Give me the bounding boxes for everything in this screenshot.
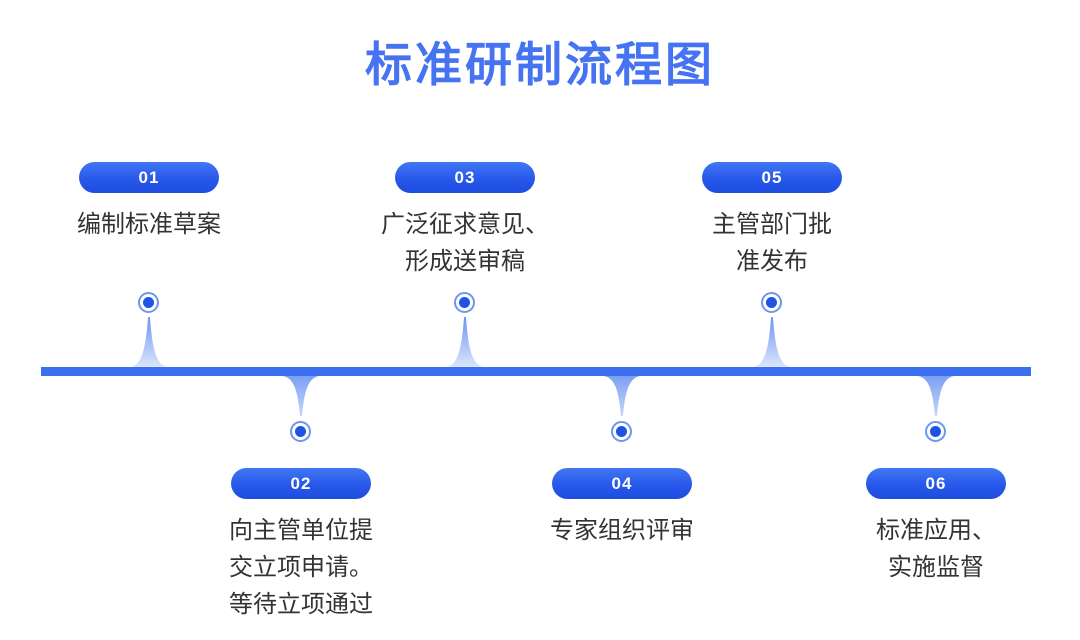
step-06-badge: 06 <box>866 468 1006 499</box>
step-number: 03 <box>454 167 476 187</box>
label-line: 主管部门批 <box>712 212 832 238</box>
label-line: 交立项申请。 <box>229 555 373 581</box>
step-number: 05 <box>761 167 783 187</box>
step-05-label: 主管部门批 准发布 <box>652 207 892 281</box>
step-02-label: 向主管单位提 交立项申请。 等待立项通过 <box>181 513 421 624</box>
connector-taper-down <box>918 376 954 416</box>
step-03-label: 广泛征求意见、 形成送审稿 <box>345 207 585 281</box>
label-line: 形成送审稿 <box>405 249 525 275</box>
timeline-dot <box>925 421 946 442</box>
timeline-dot <box>761 292 782 313</box>
connector-taper-up <box>447 317 483 367</box>
step-number: 01 <box>138 167 160 187</box>
dot-inner <box>459 297 470 308</box>
step-number: 02 <box>290 473 312 493</box>
step-01: 01 编制标准草案 <box>39 162 259 367</box>
connector-taper-down <box>283 376 319 416</box>
dot-inner <box>930 426 941 437</box>
step-06: 06 标准应用、 实施监督 <box>826 376 1046 638</box>
step-03-badge: 03 <box>395 162 535 193</box>
timeline-dot <box>138 292 159 313</box>
dot-inner <box>766 297 777 308</box>
connector-taper-up <box>131 317 167 367</box>
step-04: 04 专家组织评审 <box>512 376 732 638</box>
label-line: 实施监督 <box>888 555 984 581</box>
step-04-badge: 04 <box>552 468 692 499</box>
step-01-label: 编制标准草案 <box>29 207 269 244</box>
dot-inner <box>295 426 306 437</box>
timeline-dot <box>611 421 632 442</box>
step-03: 03 广泛征求意见、 形成送审稿 <box>355 162 575 367</box>
connector-taper-down <box>604 376 640 416</box>
step-06-label: 标准应用、 实施监督 <box>816 513 1056 587</box>
label-line: 专家组织评审 <box>550 518 694 544</box>
step-number: 06 <box>925 473 947 493</box>
step-05-badge: 05 <box>702 162 842 193</box>
label-line: 准发布 <box>736 249 808 275</box>
step-02-badge: 02 <box>231 468 371 499</box>
step-02: 02 向主管单位提 交立项申请。 等待立项通过 <box>191 376 411 638</box>
step-01-badge: 01 <box>79 162 219 193</box>
step-05: 05 主管部门批 准发布 <box>662 162 882 367</box>
label-line: 编制标准草案 <box>77 212 221 238</box>
label-line: 标准应用、 <box>876 518 996 544</box>
dot-inner <box>143 297 154 308</box>
step-number: 04 <box>611 473 633 493</box>
step-04-label: 专家组织评审 <box>502 513 742 550</box>
dot-inner <box>616 426 627 437</box>
page-title: 标准研制流程图 <box>365 38 715 91</box>
label-line: 等待立项通过 <box>229 592 373 618</box>
connector-taper-up <box>754 317 790 367</box>
timeline-bar <box>41 367 1031 376</box>
timeline-dot <box>290 421 311 442</box>
label-line: 广泛征求意见、 <box>381 212 549 238</box>
label-line: 向主管单位提 <box>229 518 373 544</box>
timeline-dot <box>454 292 475 313</box>
